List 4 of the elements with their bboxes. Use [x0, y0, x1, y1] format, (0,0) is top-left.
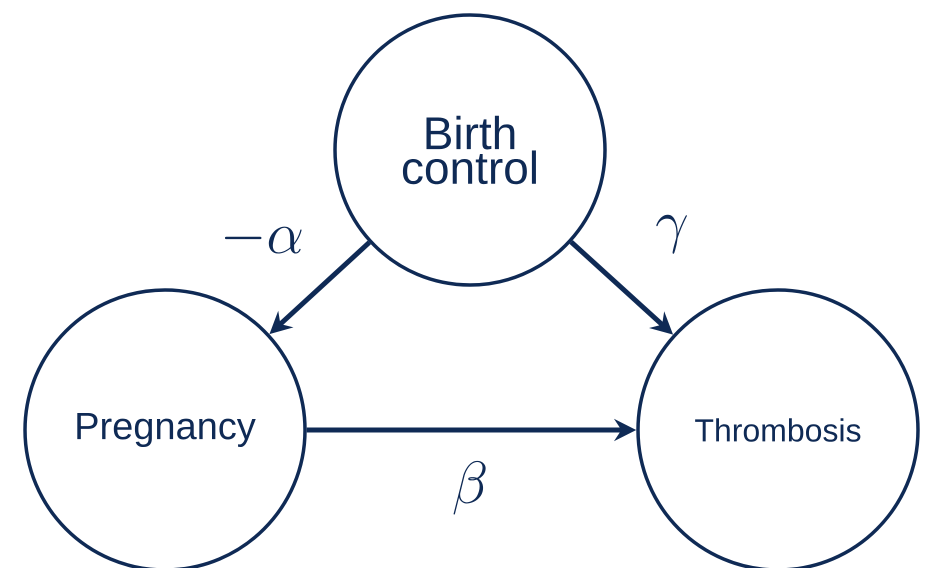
edge-label: $\gamma$: [652, 212, 692, 256]
circle-node: Birth control: [333, 13, 607, 287]
edge-label: $\beta$: [449, 459, 491, 517]
edge-label: $-\alpha$: [218, 216, 306, 260]
